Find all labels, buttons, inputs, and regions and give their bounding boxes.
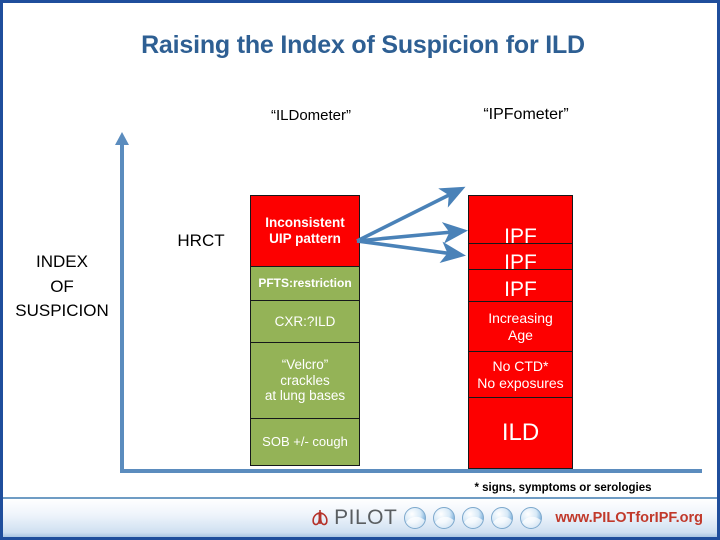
cell-text: IPF: [504, 225, 537, 243]
lungs-icon: [312, 510, 328, 526]
cell-text: SOB +/- cough: [262, 434, 348, 450]
arrow-to-ipf-top: [356, 186, 466, 243]
cell-sob-cough[interactable]: SOB +/- cough: [250, 418, 360, 466]
cell-no-ctd-no-exposures[interactable]: No CTD* No exposures: [468, 351, 573, 397]
cell-line2: crackles: [280, 372, 330, 388]
cell-pfts-restriction[interactable]: PFTS:restriction: [250, 266, 360, 300]
globe-icon-3: [462, 507, 485, 529]
cell-text: PFTS:restriction: [258, 276, 352, 291]
cell-line1: Increasing: [488, 309, 553, 326]
cell-text: Increasing Age: [486, 310, 555, 343]
cell-ild[interactable]: ILD: [468, 397, 573, 469]
globe-icon-1: [404, 507, 427, 529]
connector-arrows: [356, 186, 469, 264]
page-title: Raising the Index of Suspicion for ILD: [141, 31, 585, 59]
pilot-wordmark: PILOT: [334, 506, 398, 529]
cell-text: IPF: [504, 278, 537, 301]
pilot-logo: PILOT: [309, 506, 397, 530]
arrow-to-ipf-middle: [356, 222, 469, 244]
cell-text: Inconsistent UIP pattern: [263, 215, 347, 247]
index-label-line3: SUSPICION: [15, 301, 109, 321]
cell-ipf-middle[interactable]: IPF: [468, 243, 573, 269]
cell-cxr-ild[interactable]: CXR:?ILD: [250, 300, 360, 342]
index-of-suspicion-label: INDEX OF SUSPICION: [5, 250, 119, 324]
arrow-to-ipf-lower: [356, 239, 466, 264]
cell-velcro-crackles[interactable]: “Velcro” crackles at lung bases: [250, 342, 360, 418]
axis-vertical-line: [120, 143, 124, 473]
cell-inconsistent-uip-pattern[interactable]: Inconsistent UIP pattern: [250, 195, 360, 266]
column-caption-ipfometer: “IPFometer”: [483, 106, 569, 123]
ildometer-stack: Inconsistent UIP pattern PFTS:restrictio…: [250, 195, 360, 466]
cell-ipf-top[interactable]: IPF: [468, 195, 573, 243]
footer-url[interactable]: www.PILOTforIPF.org: [555, 510, 703, 526]
globe-icon-4: [491, 507, 514, 529]
axis-baseline: [120, 469, 702, 473]
cell-text: ILD: [501, 418, 540, 446]
cell-line1: Inconsistent: [265, 215, 345, 231]
column-caption-ildometer: “ILDometer”: [270, 107, 352, 124]
cell-line1: No CTD*: [492, 357, 549, 374]
cell-text: No CTD* No exposures: [475, 358, 565, 391]
index-label-line2: OF: [50, 276, 74, 296]
ipfometer-stack: IPF IPF IPF Increasing Age No CTD* No ex…: [468, 195, 573, 469]
cell-increasing-age[interactable]: Increasing Age: [468, 301, 573, 351]
hrct-label: HRCT: [177, 231, 225, 250]
globe-icon-5: [520, 507, 543, 529]
cell-text: IPF: [504, 251, 537, 269]
cell-line3: at lung bases: [264, 388, 346, 404]
index-label-line1: INDEX: [36, 252, 88, 271]
footer-content: PILOT www.PILOTforIPF.org: [309, 506, 717, 530]
axis-arrow-icon: [115, 132, 129, 145]
cell-ipf-lower[interactable]: IPF: [468, 269, 573, 301]
cell-line2: UIP pattern: [269, 231, 341, 246]
footer-banner: PILOT www.PILOTforIPF.org: [3, 497, 717, 537]
cell-line2: Age: [508, 326, 533, 343]
cell-text: CXR:?ILD: [274, 313, 336, 329]
cell-text: “Velcro” crackles at lung bases: [263, 357, 347, 405]
footnote: * signs, symptoms or serologies: [474, 482, 652, 494]
cell-line1: “Velcro”: [281, 356, 329, 372]
cell-line2: No exposures: [477, 374, 564, 391]
globe-icon-2: [433, 507, 456, 529]
